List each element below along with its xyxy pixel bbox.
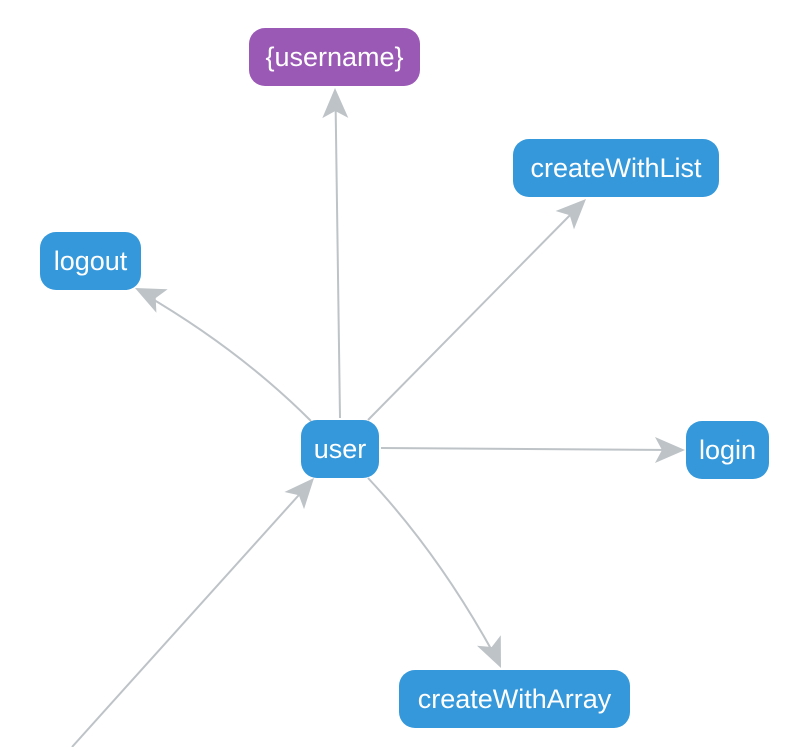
node-label: createWithList bbox=[530, 152, 702, 183]
arrowhead-user-to-createWithList bbox=[555, 199, 586, 230]
edge-user-to-login bbox=[380, 447, 676, 451]
node-logout[interactable]: logout bbox=[40, 232, 141, 290]
node-createwithlist[interactable]: createWithList bbox=[513, 139, 719, 197]
node-user[interactable]: user bbox=[301, 420, 379, 478]
node-label: {username} bbox=[265, 41, 404, 72]
edge-offscreen-parent-to-user bbox=[71, 485, 308, 747]
node-createwitharray[interactable]: createWithArray bbox=[399, 670, 630, 728]
arrowhead-user-to-username bbox=[322, 88, 349, 119]
node-label: createWithArray bbox=[417, 683, 612, 714]
node-label: logout bbox=[53, 245, 128, 276]
arrowhead-offscreen-parent-to-user bbox=[284, 478, 314, 510]
arrowhead-user-to-logout bbox=[135, 288, 168, 313]
node-label: login bbox=[698, 434, 757, 465]
edge-user-to-logout bbox=[143, 293, 312, 422]
arrowhead-user-to-login bbox=[655, 437, 685, 463]
edge-user-to-username bbox=[334, 97, 341, 419]
edge-user-to-createWithList bbox=[367, 205, 580, 421]
node-label: user bbox=[313, 433, 367, 464]
arrowhead-user-to-createWithArray bbox=[476, 635, 501, 668]
node-username[interactable]: {username} bbox=[249, 28, 420, 86]
edge-user-to-createWithArray bbox=[367, 477, 497, 659]
node-login[interactable]: login bbox=[686, 421, 769, 479]
